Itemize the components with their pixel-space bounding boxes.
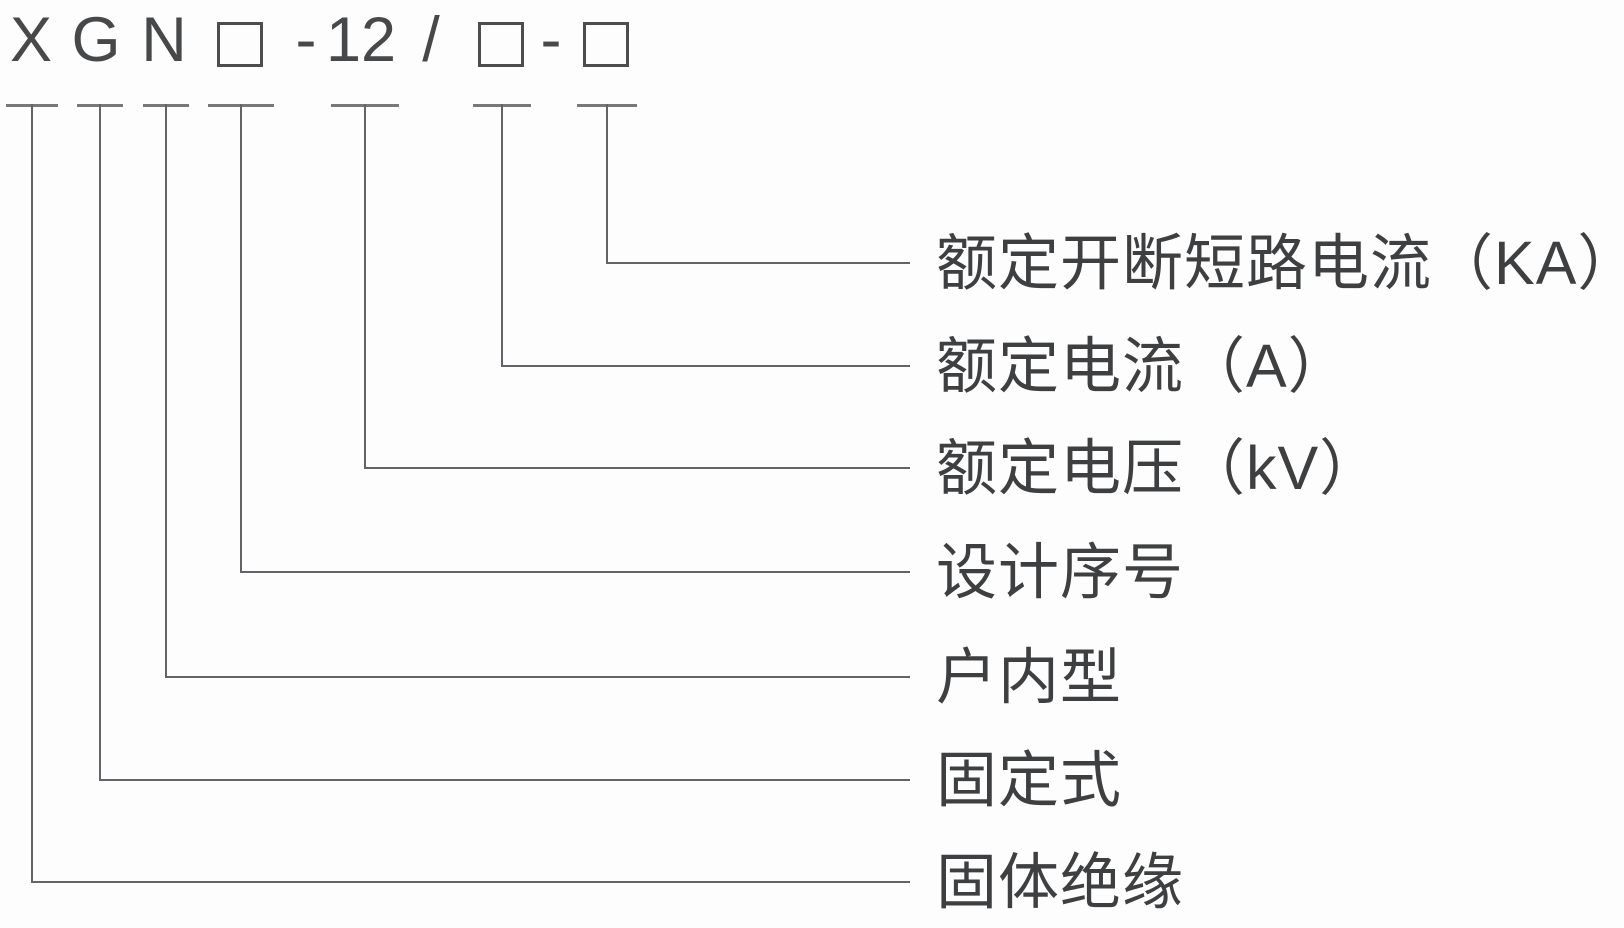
connector-hline: [165, 676, 910, 678]
model-letter-n: N: [141, 5, 187, 75]
connector-vline: [165, 104, 167, 678]
label-rated-breaking-current: 额定开断短路电流（KA）: [936, 229, 1624, 297]
connector-hline: [606, 262, 910, 264]
connector-vline: [99, 104, 101, 781]
connector-vline: [31, 104, 33, 883]
connector-hline: [501, 365, 910, 367]
model-hyphen-1: -: [295, 5, 317, 75]
connector-hline: [31, 881, 910, 883]
placeholder-box-breaking-current: [583, 22, 629, 67]
label-design-serial: 设计序号: [936, 538, 1185, 606]
model-slash: /: [422, 5, 440, 75]
model-letter-x: X: [9, 5, 53, 75]
model-hyphen-2: -: [540, 5, 562, 75]
label-rated-current: 额定电流（A）: [936, 332, 1350, 400]
connector-hline: [99, 779, 910, 781]
connector-vline: [240, 104, 242, 573]
model-number-12: 12: [325, 5, 397, 75]
connector-hline: [364, 467, 910, 469]
model-letter-g: G: [71, 5, 121, 75]
placeholder-box-rated-current: [478, 22, 524, 67]
connector-hline: [240, 571, 910, 573]
connector-vline: [364, 104, 366, 469]
label-fixed-type: 固定式: [936, 746, 1123, 814]
connector-vline: [606, 104, 608, 264]
label-rated-voltage: 额定电压（kV）: [936, 434, 1382, 502]
placeholder-box-design-serial: [217, 22, 263, 67]
label-indoor-type: 户内型: [936, 643, 1123, 711]
label-solid-insulation: 固体绝缘: [936, 848, 1185, 916]
connector-vline: [501, 104, 503, 367]
